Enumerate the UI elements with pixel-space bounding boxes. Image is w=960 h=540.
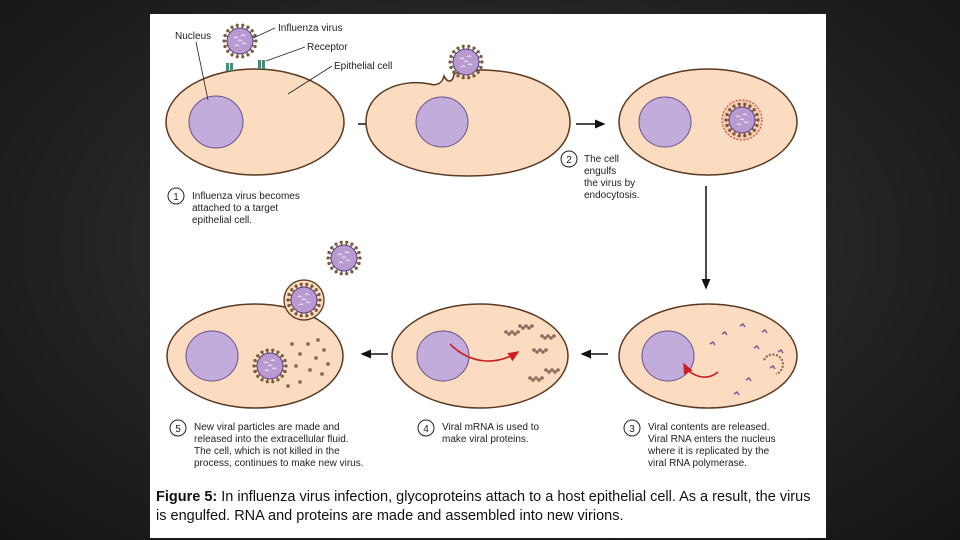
nucleus-2 xyxy=(415,96,469,148)
label-nucleus: Nucleus xyxy=(175,31,211,42)
caption-label: Figure 5: xyxy=(156,489,218,505)
svg-text:4: 4 xyxy=(423,424,429,435)
receptor-left xyxy=(226,63,233,71)
label-receptor: Receptor xyxy=(307,42,348,53)
virus-in-endosome xyxy=(724,102,760,138)
svg-text:2: 2 xyxy=(566,155,572,166)
slide: Nucleus Influenza virus Receptor Epithel… xyxy=(150,14,826,538)
red-arrow-step-3 xyxy=(683,362,719,378)
figure-caption: Figure 5: In influenza virus infection, … xyxy=(156,488,820,526)
step-2-text: The cell engulfs the virus by endocytosi… xyxy=(584,154,640,201)
step-5-text: New viral particles are made and release… xyxy=(194,422,364,469)
particles-5 xyxy=(286,338,330,388)
virus-assembled xyxy=(252,348,288,384)
step-1-text: Influenza virus becomes attached to a ta… xyxy=(192,191,303,226)
nucleus-5 xyxy=(416,330,470,382)
virus-budding xyxy=(286,282,322,318)
virus-attached xyxy=(222,23,258,59)
epithelial-cell-5 xyxy=(391,303,569,409)
svg-text:1: 1 xyxy=(173,192,179,203)
step-1-label: 1 Influenza virus becomes attached to a … xyxy=(167,187,303,226)
released-fragments-3 xyxy=(709,323,785,396)
nucleus-1 xyxy=(188,95,244,149)
epithelial-cell-4 xyxy=(618,303,798,409)
protein-clusters-4 xyxy=(504,324,560,382)
svg-text:3: 3 xyxy=(629,424,635,435)
nucleus-3 xyxy=(638,96,692,148)
nucleus-6 xyxy=(185,330,239,382)
label-epithelial-cell: Epithelial cell xyxy=(334,61,392,72)
step-4-label: 4 Viral mRNA is used to make viral prote… xyxy=(417,419,542,445)
epithelial-cell-3 xyxy=(618,68,798,176)
label-influenza-virus: Influenza virus xyxy=(278,23,342,34)
cell-step-2b xyxy=(618,68,798,176)
step-5-label: 5 New viral particles are made and relea… xyxy=(169,419,364,469)
svg-text:5: 5 xyxy=(175,424,181,435)
receptor-right xyxy=(258,60,265,69)
cell-step-5 xyxy=(166,240,362,409)
virus-engulfing xyxy=(448,44,484,80)
virus-released xyxy=(326,240,362,276)
cell-step-3 xyxy=(618,303,798,409)
step-3-label: 3 Viral contents are released. Viral RNA… xyxy=(623,419,778,469)
step-2-label: 2 The cell engulfs the virus by endocyto… xyxy=(560,150,640,201)
caption-text: In influenza virus infection, glycoprote… xyxy=(156,489,811,524)
epithelial-cell-1 xyxy=(165,68,345,176)
step-3-text: Viral contents are released. Viral RNA e… xyxy=(647,422,778,469)
cell-step-2 xyxy=(365,44,571,177)
nucleus-4 xyxy=(641,330,695,382)
red-arrow-step-4 xyxy=(449,343,520,362)
step-4-text: Viral mRNA is used to make viral protein… xyxy=(442,422,542,445)
cell-step-1: Nucleus Influenza virus Receptor Epithel… xyxy=(165,23,392,176)
influenza-infection-diagram: Nucleus Influenza virus Receptor Epithel… xyxy=(165,23,798,469)
cell-step-4 xyxy=(391,303,569,409)
